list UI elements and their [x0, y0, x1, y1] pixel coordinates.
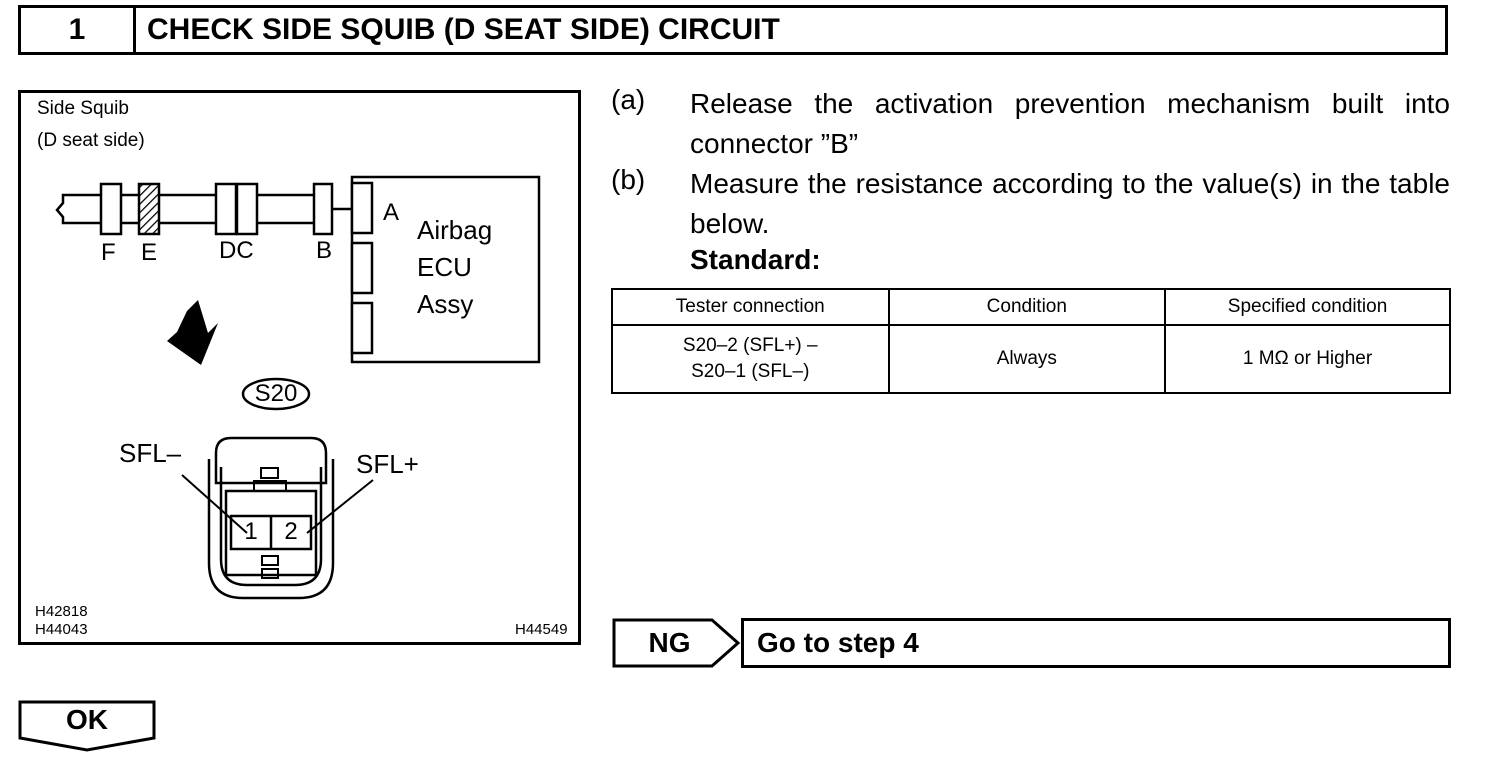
ok-label[interactable]: OK	[66, 704, 108, 735]
ecu-label-line1: Airbag	[417, 215, 493, 245]
table-header-tester: Tester connection	[611, 288, 890, 326]
pin-minus-label: SFL–	[119, 438, 182, 468]
connector-label-e: E	[141, 239, 158, 266]
tester-connection-line2: S20–1 (SFL–)	[691, 361, 810, 382]
step-number: 1	[21, 8, 136, 52]
ecu-label-line2: ECU	[417, 252, 472, 282]
table-cell-condition: Always	[887, 324, 1167, 394]
figure-code-3: H44549	[515, 621, 568, 638]
figure-label-line2: (D seat side)	[37, 130, 145, 151]
table-header-specified: Specified condition	[1164, 288, 1451, 326]
connector-label-dc: DC	[219, 237, 254, 264]
connector-label-f: F	[101, 239, 116, 266]
figure-label-line1: Side Squib	[37, 98, 129, 119]
down-arrow-icon	[167, 300, 218, 365]
standard-label: Standard:	[690, 244, 821, 275]
ok-tag	[18, 700, 156, 752]
ecu-connector-a	[350, 181, 374, 235]
instruction-a-label: (a)	[611, 84, 646, 115]
ng-label: NG	[648, 627, 691, 658]
connector-label-b: B	[316, 237, 333, 264]
ng-action[interactable]: Go to step 4	[741, 618, 1451, 668]
ecu-connector-2	[350, 241, 374, 295]
figure-code-1: H42818	[35, 603, 88, 620]
connector-f	[99, 182, 123, 236]
figure-code-2: H44043	[35, 621, 88, 638]
wiring-figure: Side Squib (D seat side)	[18, 90, 581, 645]
table-cell-tester: S20–2 (SFL+) – S20–1 (SFL–)	[611, 324, 890, 394]
tester-connection-line1: S20–2 (SFL+) –	[682, 335, 818, 356]
table-cell-specified: 1 MΩ or Higher	[1164, 324, 1451, 394]
instruction-b-label: (b)	[611, 164, 646, 195]
step-title: CHECK SIDE SQUIB (D SEAT SIDE) CIRCUIT	[147, 13, 780, 46]
ng-tag	[612, 618, 741, 668]
connector-d	[214, 182, 238, 236]
pin-1: 1	[244, 518, 258, 545]
harness-wire	[121, 193, 352, 225]
step-header: 1 CHECK SIDE SQUIB (D SEAT SIDE) CIRCUIT	[18, 5, 1448, 55]
ecu-label-line3: Assy	[417, 289, 474, 319]
ecu-connector-3	[350, 301, 374, 355]
squib-end	[55, 193, 101, 225]
instruction-a-text: Release the activation prevention mechan…	[690, 88, 1450, 159]
connector-b	[312, 182, 334, 236]
table-header-condition: Condition	[887, 288, 1167, 326]
spec-table: Tester connection Condition Specified co…	[611, 288, 1451, 394]
pin-plus-label: SFL+	[356, 449, 419, 479]
connector-id-ellipse	[241, 377, 311, 411]
instruction-b-text: Measure the resistance according to the …	[690, 168, 1450, 239]
s20-connector-face	[181, 436, 374, 600]
table-header-row: Tester connection Condition Specified co…	[611, 288, 1451, 326]
pin-2: 2	[284, 518, 298, 545]
connector-label-a: A	[383, 199, 400, 226]
connector-c	[235, 182, 259, 236]
table-row: S20–2 (SFL+) – S20–1 (SFL–) Always 1 MΩ …	[611, 324, 1451, 394]
connector-e	[137, 182, 161, 236]
connector-id: S20	[254, 380, 298, 407]
wiring-diagram	[55, 175, 541, 600]
